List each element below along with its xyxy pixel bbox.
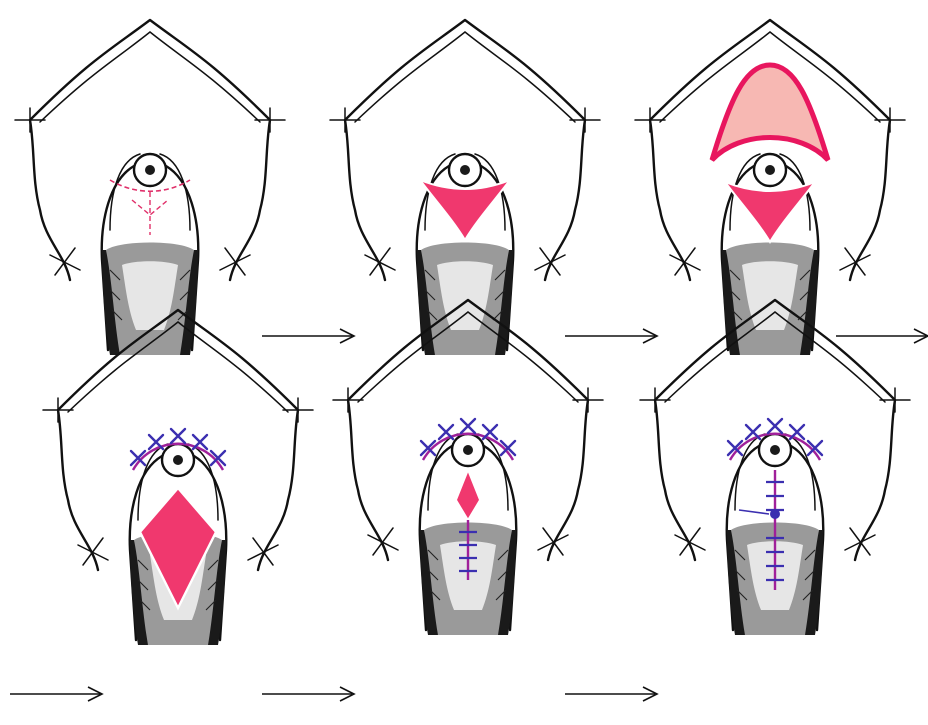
right-arrow-icon [836,329,928,343]
right-arrow-icon [565,329,657,343]
knot-marker [770,509,780,519]
right-arrow-icon [10,687,102,701]
panel-step-1 [15,20,285,355]
triangular-excision [420,180,510,240]
panel-step-4 [43,310,313,645]
right-arrow-icon [565,687,657,701]
crescent-flap [712,65,828,160]
right-arrow-icon [262,687,354,701]
incision-dashed-line [132,192,168,235]
triangular-excision [725,182,815,242]
small-diamond-defect [456,470,480,520]
panel-step-2 [330,20,600,355]
right-arrow-icon [262,329,354,343]
